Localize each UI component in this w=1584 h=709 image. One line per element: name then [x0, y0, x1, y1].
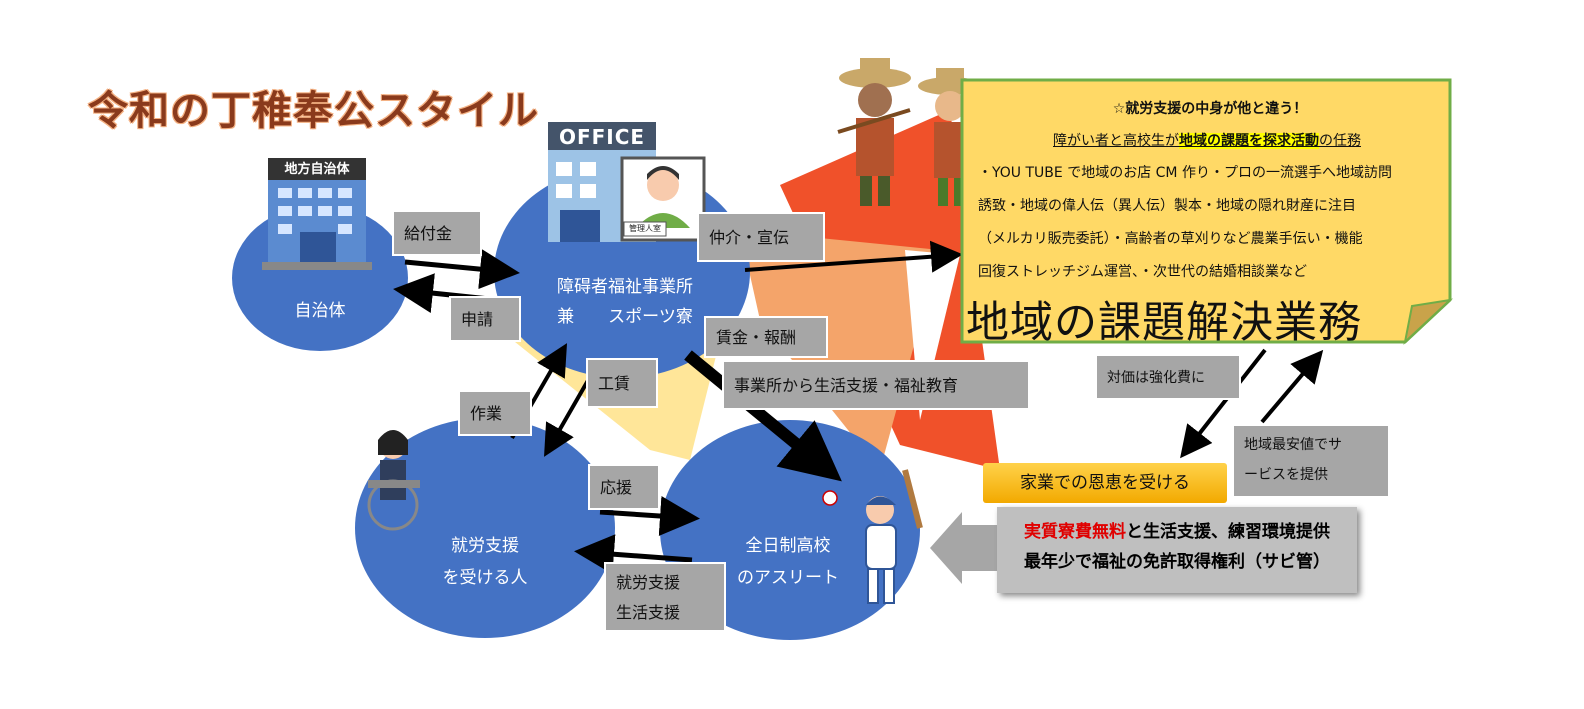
manager-portrait-icon	[620, 156, 706, 242]
node-athlete-label: 全日制高校 のアスリート	[737, 536, 839, 588]
note-line-1: ・YOU TUBE で地域のお店 CM 作り・プロの一流選手へ地域訪問	[978, 165, 1392, 181]
benefit-line-2: 最年少で福祉の免許取得権利（サビ管）	[1024, 552, 1330, 572]
circle-worker	[355, 418, 615, 638]
gov-building-sign: 地方自治体	[284, 162, 350, 177]
label-employment-support: 就労支援 生活支援	[604, 562, 726, 632]
manager-room-sign: 管理人室	[629, 224, 661, 233]
arrow-support-education	[684, 350, 842, 482]
label-mediation: 仲介・宣伝	[697, 212, 825, 262]
node-municipality-label: 自治体	[294, 301, 346, 321]
note-line-4: 回復ストレッチジム運営、・次世代の結婚相談業など	[978, 264, 1307, 280]
government-building-icon	[262, 158, 372, 270]
page-title: 令和の丁稚奉公スタイル	[88, 88, 539, 134]
office-sign: OFFICE	[558, 125, 646, 149]
node-worker-label: 就労支援 を受ける人	[442, 536, 528, 588]
benefit-line-1: 実質寮費無料と生活支援、練習環境提供	[997, 517, 1357, 547]
baseball-player-icon	[822, 469, 923, 604]
note-slogan: 地域の課題解決業務	[966, 298, 1362, 348]
wheelchair-user-icon	[367, 430, 420, 531]
label-wages: 賃金・報酬	[704, 316, 828, 358]
benefit-button: 家業での恩恵を受ける	[983, 463, 1227, 503]
note-mission-line: 障がい者と高校生が地域の課題を探求活動の任務	[972, 125, 1442, 157]
benefit-line-1-rest: と生活支援、練習環境提供	[1126, 522, 1330, 542]
note-line-2: 誘致・地域の偉人伝（異人伝）製本・地域の隠れ財産に注目	[978, 198, 1356, 214]
label-work: 作業	[458, 390, 532, 436]
benefit-free-dorm: 実質寮費無料	[1024, 522, 1126, 542]
note-heading: ☆就労支援の中身が他と違う！	[1112, 101, 1308, 117]
label-support-education: 事業所から生活支援・福祉教育	[722, 360, 1030, 410]
arrow-mediation	[744, 240, 963, 273]
arrow-cheapest-service	[1260, 349, 1324, 424]
note-fold	[1403, 298, 1454, 345]
arrow-cheer	[599, 496, 700, 536]
bg-triangle-orange	[740, 230, 940, 470]
label-compensation: 対価は強化費に	[1095, 354, 1241, 400]
arrow-subsidy	[404, 249, 520, 290]
label-pay: 工賃	[586, 358, 658, 408]
note-line-3: （メルカリ販売委託）・高齢者の草刈りなど農業手伝い・機能	[978, 231, 1363, 247]
label-application: 申請	[449, 296, 521, 342]
node-welfare-office-label: 障碍者福祉事業所 兼 スポーツ寮	[557, 277, 693, 327]
gray-arrow-benefit	[930, 512, 1000, 584]
arrow-compensation	[1180, 348, 1267, 459]
note-mission-after: の任務	[1319, 133, 1361, 149]
benefit-box: 実質寮費無料と生活支援、練習環境提供 最年少で福祉の免許取得権利（サビ管）	[997, 507, 1357, 593]
arrow-employment-support	[574, 534, 693, 575]
note-mission-highlight: 地域の課題を探求活動	[1179, 133, 1319, 149]
farmer-man-icon	[837, 58, 911, 206]
note-mission-before: 障がい者と高校生が	[1053, 133, 1179, 149]
label-cheer: 応援	[588, 464, 660, 510]
label-subsidy: 給付金	[392, 210, 482, 256]
label-cheapest-service: 地域最安値でサ ービスを提供	[1232, 424, 1390, 498]
